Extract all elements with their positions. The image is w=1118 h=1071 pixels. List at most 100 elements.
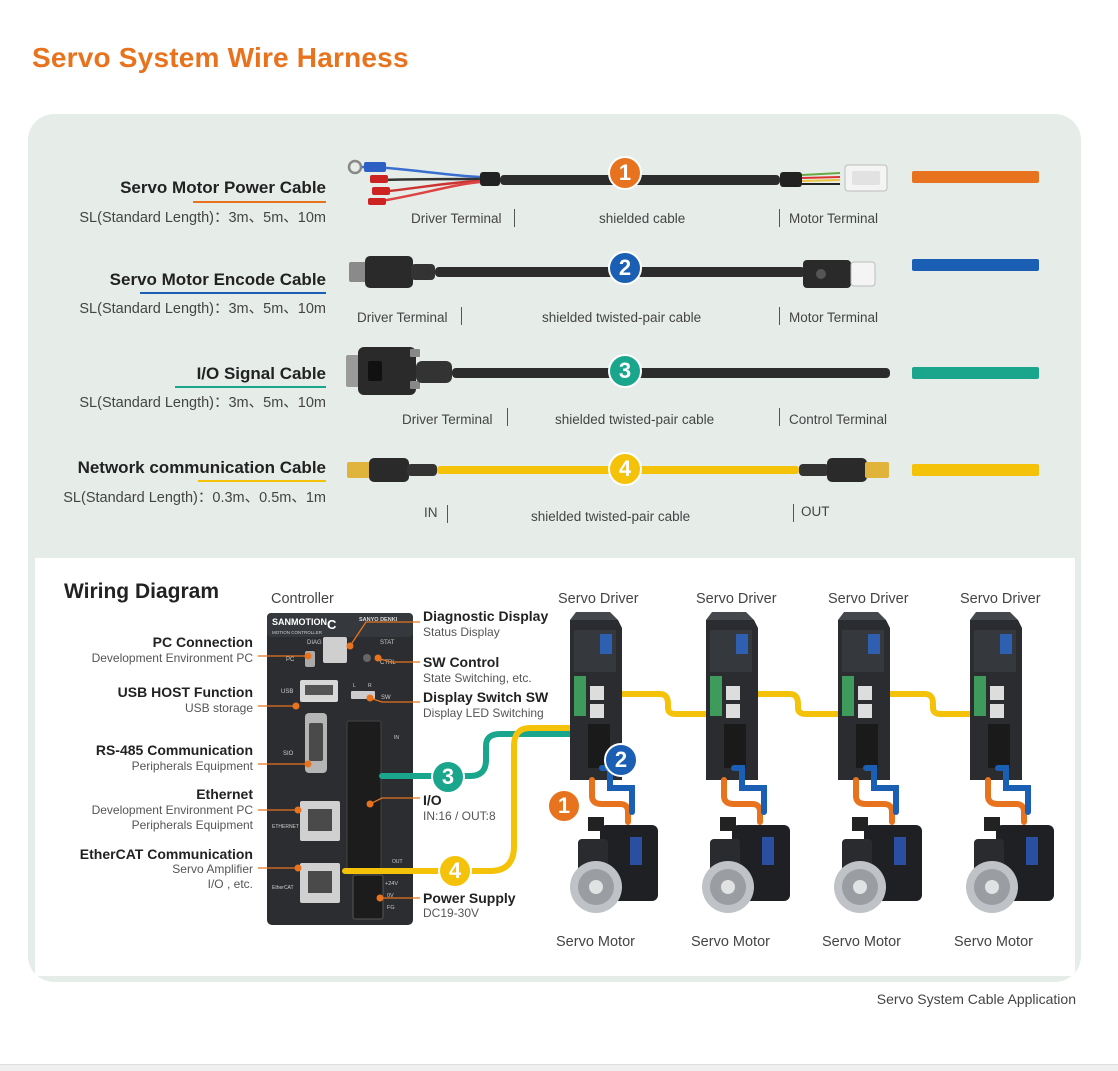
svg-text:USB: USB — [281, 689, 293, 695]
svg-text:0V: 0V — [387, 893, 394, 899]
cable-sl-encode: SL(Standard Length)：3m、5m、10m — [79, 301, 326, 317]
controller-brand: SANMOTION — [272, 617, 327, 627]
svg-text:IN: IN — [394, 735, 399, 741]
cable-sl-network: SL(Standard Length)：0.3m、0.5m、1m — [63, 490, 326, 506]
wiring-diagram-title: Wiring Diagram — [64, 580, 219, 603]
svg-text:SIO: SIO — [283, 751, 294, 757]
label-ethercat-sub-1: Servo Amplifier — [172, 862, 253, 876]
color-bar-blue — [912, 259, 1039, 271]
separator — [779, 408, 780, 426]
io-cable-illustration — [346, 347, 890, 395]
wiring-badge-4: 4 — [438, 854, 472, 888]
label-rs485: RS-485 Communication — [95, 742, 253, 758]
label-diagnostic-display-sub: Status Display — [423, 625, 500, 639]
cable-name-power: Servo Motor Power Cable — [120, 178, 326, 197]
label-ethernet-sub-1: Development Environment PC — [91, 803, 253, 817]
label-sw-control-sub: State Switching, etc. — [423, 671, 532, 685]
svg-text:ETHERNET: ETHERNET — [272, 824, 299, 830]
svg-text:STAT: STAT — [380, 640, 395, 646]
seg-middle-1: shielded cable — [599, 211, 686, 226]
driver-heading-1: Servo Driver — [558, 591, 639, 607]
driver-heading-4: Servo Driver — [960, 591, 1041, 607]
wiring-badge-1: 1 — [547, 789, 581, 823]
svg-text:SW: SW — [381, 695, 391, 701]
separator — [779, 307, 780, 325]
svg-text:DIAG: DIAG — [307, 640, 322, 646]
seg-right-1: Motor Terminal — [789, 211, 879, 226]
controller-heading: Controller — [271, 591, 334, 607]
cable-underline-network — [198, 480, 326, 482]
svg-text:L: L — [353, 683, 356, 689]
label-diagnostic-display: Diagnostic Display — [423, 608, 549, 624]
label-usb-host-sub: USB storage — [184, 701, 253, 715]
label-ethercat-sub-2: I/O , etc. — [207, 877, 253, 891]
wiring-badge-3: 3 — [431, 760, 465, 794]
separator — [514, 209, 515, 227]
color-bar-teal — [912, 367, 1039, 379]
separator — [507, 408, 508, 426]
cable-sl-io: SL(Standard Length)：3m、5m、10m — [79, 395, 326, 411]
driver-heading-3: Servo Driver — [828, 591, 909, 607]
seg-left-3: Driver Terminal — [402, 412, 493, 427]
cable-underline-power — [193, 201, 326, 203]
caption: Servo System Cable Application — [876, 991, 1076, 1007]
motor-label-3: Servo Motor — [822, 934, 901, 950]
seg-middle-2: shielded twisted-pair cable — [542, 310, 702, 325]
svg-text:R: R — [368, 683, 372, 689]
power-cable-illustration — [347, 159, 888, 205]
cable-sl-power: SL(Standard Length)：3m、5m、10m — [79, 210, 326, 226]
motor-label-4: Servo Motor — [954, 934, 1033, 950]
svg-text:PC: PC — [286, 657, 295, 663]
seg-middle-4: shielded twisted-pair cable — [531, 509, 691, 524]
seg-left-1: Driver Terminal — [411, 211, 502, 226]
seg-right-4: OUT — [801, 504, 830, 519]
motor-label-1: Servo Motor — [556, 934, 635, 950]
driver-heading-2: Servo Driver — [696, 591, 777, 607]
cable-name-network: Network communication Cable — [77, 458, 326, 477]
wiring-diagram-panel — [35, 558, 1075, 976]
label-sw-control: SW Control — [423, 654, 500, 670]
controller-pointers — [258, 621, 420, 902]
label-usb-host: USB HOST Function — [117, 684, 253, 700]
separator — [793, 504, 794, 522]
cable-underline-io — [175, 386, 326, 388]
cable-underline-encode — [140, 292, 326, 294]
label-ethernet: Ethernet — [196, 786, 253, 802]
label-rs485-sub: Peripherals Equipment — [131, 759, 253, 773]
cable-badge-3: 3 — [608, 354, 642, 388]
label-pc-connection: PC Connection — [152, 634, 253, 650]
footer-divider — [0, 1064, 1118, 1071]
label-ethercat: EtherCAT Communication — [79, 846, 253, 862]
seg-left-2: Driver Terminal — [357, 310, 448, 325]
separator — [447, 505, 448, 523]
controller-brand-sub: MOTION CONTROLLER — [272, 630, 323, 635]
label-ethernet-sub-2: Peripherals Equipment — [131, 818, 253, 832]
svg-text:+24V: +24V — [385, 881, 398, 887]
svg-text:FG: FG — [387, 905, 395, 911]
separator — [461, 307, 462, 325]
seg-right-2: Motor Terminal — [789, 310, 879, 325]
label-display-switch-sub: Display LED Switching — [423, 706, 544, 720]
seg-left-4: IN — [424, 505, 438, 520]
controller-unit: SANMOTION C MOTION CONTROLLER SANYO DENK… — [267, 613, 413, 925]
controller-model: C — [327, 617, 337, 632]
connection-cables — [342, 691, 976, 874]
label-pc-connection-sub: Development Environment PC — [91, 651, 253, 665]
seg-middle-3: shielded twisted-pair cable — [555, 412, 715, 427]
label-io-sub: IN:16 / OUT:8 — [423, 809, 496, 823]
controller-maker: SANYO DENKI — [359, 617, 398, 623]
seg-right-3: Control Terminal — [789, 412, 888, 427]
label-io: I/O — [423, 792, 442, 808]
cable-badge-2: 2 — [608, 251, 642, 285]
page-title: Servo System Wire Harness — [32, 42, 409, 73]
cable-name-encode: Servo Motor Encode Cable — [109, 270, 326, 289]
svg-text:EtherCAT: EtherCAT — [272, 885, 294, 891]
cable-badge-1: 1 — [608, 156, 642, 190]
color-bar-orange — [912, 171, 1039, 183]
label-power-supply-sub: DC19-30V — [423, 906, 480, 920]
svg-text:CTRL: CTRL — [380, 660, 396, 666]
label-display-switch: Display Switch SW — [423, 689, 549, 705]
wiring-badge-2: 2 — [604, 743, 638, 777]
cable-name-io: I/O Signal Cable — [196, 364, 326, 383]
motor-label-2: Servo Motor — [691, 934, 770, 950]
